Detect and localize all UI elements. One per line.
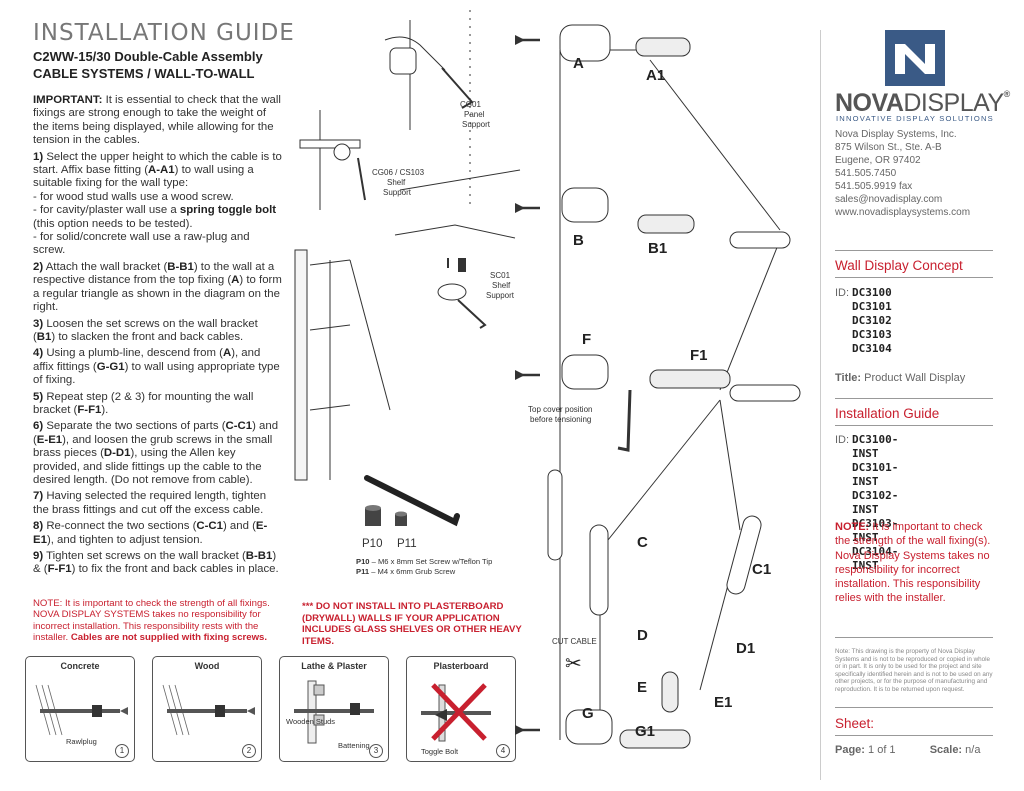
- svg-text:Support: Support: [486, 291, 515, 300]
- svg-text:A: A: [573, 55, 584, 72]
- svg-text:E1: E1: [714, 694, 732, 711]
- svg-text:G: G: [582, 705, 594, 722]
- svg-text:F1: F1: [690, 347, 708, 364]
- svg-text:Panel: Panel: [464, 110, 485, 119]
- svg-text:E: E: [637, 679, 647, 696]
- svg-text:CG01: CG01: [460, 100, 481, 109]
- p11-label: P11: [397, 538, 417, 550]
- svg-text:G1: G1: [635, 723, 655, 740]
- scissors-icon: ✂: [565, 653, 582, 675]
- svg-text:D1: D1: [736, 640, 755, 657]
- concept-heading: Wall Display Concept: [835, 258, 963, 273]
- page-subtitle-2: CABLE SYSTEMS / WALL-TO-WALL: [33, 66, 255, 81]
- svg-text:C1: C1: [752, 561, 771, 578]
- svg-text:SC01: SC01: [490, 271, 511, 280]
- svg-text:B1: B1: [648, 240, 667, 257]
- sheet-info: Page: 1 of 1 Scale: n/a: [835, 744, 981, 756]
- sheet-heading: Sheet:: [835, 716, 875, 731]
- svg-text:CUT CABLE: CUT CABLE: [552, 637, 597, 646]
- svg-text:Shelf: Shelf: [387, 178, 406, 187]
- panel-wood: Wood 2: [152, 656, 262, 762]
- assembly-diagram: CG01 Panel Support CG06 / CS103 Shelf Su…: [294, 10, 801, 749]
- grub-screw-icon: [395, 514, 407, 526]
- set-screw-icon: [365, 508, 381, 526]
- svg-text:Support: Support: [462, 120, 491, 129]
- warning-center: *** DO NOT INSTALL INTO PLASTERBOARD (DR…: [302, 601, 522, 647]
- company-logo-text: NOVADISPLAY®: [835, 89, 1010, 117]
- svg-text:CG06 / CS103: CG06 / CS103: [372, 168, 425, 177]
- svg-text:B: B: [573, 232, 584, 249]
- page-title: INSTALLATION GUIDE: [33, 20, 295, 46]
- allen-key-and-screws: [364, 475, 460, 527]
- concept-title: Title: Product Wall Display: [835, 372, 966, 384]
- tagline: INNOVATIVE DISPLAY SOLUTIONS: [836, 114, 994, 123]
- column-divider: [820, 30, 821, 780]
- svg-text:D: D: [637, 627, 648, 644]
- panel-plasterboard: Plasterboard Toggle Bolt 4: [406, 656, 516, 762]
- svg-text:Shelf: Shelf: [492, 281, 511, 290]
- company-address: Nova Display Systems, Inc. 875 Wilson St…: [835, 129, 971, 218]
- important-label: IMPORTANT:: [33, 94, 103, 106]
- svg-text:before tensioning: before tensioning: [530, 415, 591, 424]
- p10-label: P10: [362, 538, 383, 550]
- install-heading: Installation Guide: [835, 406, 940, 421]
- page-subtitle: C2WW-15/30 Double-Cable Assembly: [33, 49, 263, 64]
- svg-text:F: F: [582, 331, 591, 348]
- legal-note: Note: This drawing is the property of No…: [835, 648, 993, 693]
- screw-descriptions: P10 – M6 x 8mm Set Screw w/Teflon Tip P1…: [356, 557, 493, 576]
- warning-left: NOTE: It is important to check the stren…: [33, 598, 270, 643]
- svg-text:Top cover position: Top cover position: [528, 405, 592, 414]
- panel-lathe-plaster: Lathe & Plaster Wooden Studs Battening 3: [279, 656, 389, 762]
- note-right: NOTE: It is important to check the stren…: [835, 521, 991, 605]
- nova-logo-icon: [885, 30, 945, 86]
- instructions: IMPORTANT: It is essential to check that…: [33, 94, 282, 576]
- panel-concrete: Concrete Rawlplug 1: [25, 656, 135, 762]
- svg-text:C: C: [637, 534, 648, 551]
- svg-text:A1: A1: [646, 67, 665, 84]
- svg-text:Support: Support: [383, 188, 412, 197]
